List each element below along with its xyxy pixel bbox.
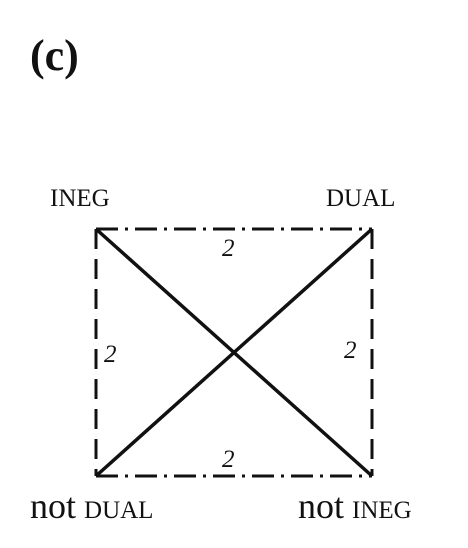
- node-bottom-left-label: DUAL: [84, 497, 153, 524]
- bottom-edge-label: 2: [222, 446, 235, 473]
- node-bottom-right-label: INEG: [352, 497, 412, 524]
- node-top-right: DUAL: [326, 185, 395, 212]
- top-edge-label: 2: [222, 235, 235, 262]
- node-bottom-right-prefix: not: [298, 486, 344, 526]
- right-edge-label: 2: [344, 337, 357, 364]
- node-bottom-right: not INEG: [298, 486, 412, 526]
- node-bottom-left: not DUAL: [30, 486, 153, 526]
- node-top-left: INEG: [50, 185, 110, 212]
- diagonal-dual-to-not-dual: [94, 227, 374, 478]
- node-bottom-left-prefix: not: [30, 486, 76, 526]
- panel-label: (c): [30, 31, 79, 80]
- left-edge-label: 2: [104, 341, 117, 368]
